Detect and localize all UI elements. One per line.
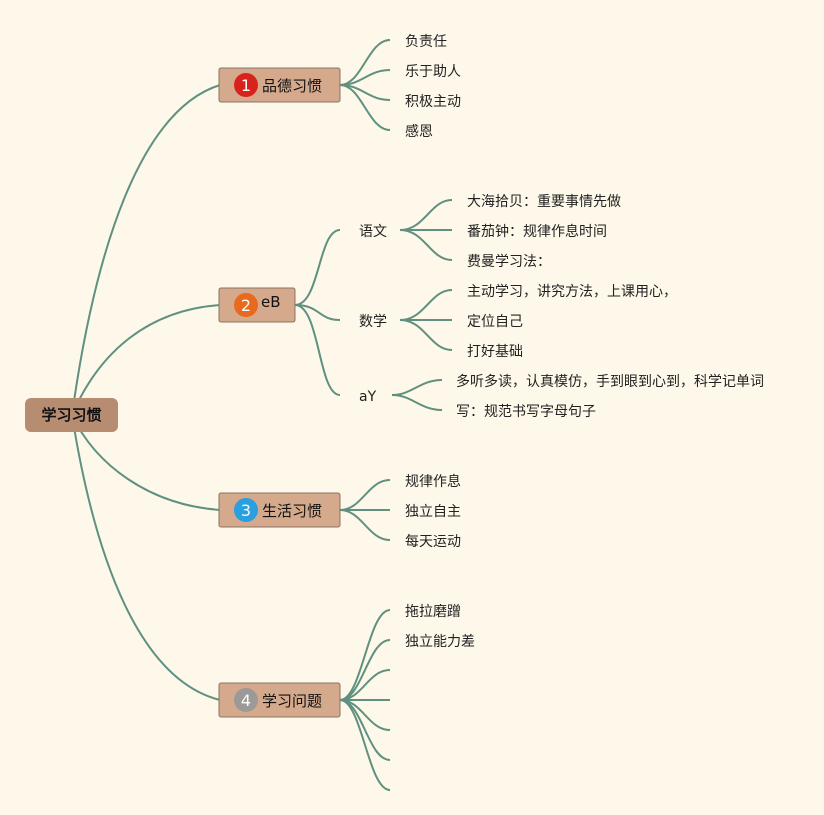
subtopic-2-1: 语文 <box>359 224 387 240</box>
number-badge-4-text: 4 <box>241 691 251 710</box>
topic-node-2[interactable]: 2 eB <box>218 287 296 323</box>
leaf-3-2: 独立自主 <box>405 504 461 520</box>
number-badge-4 <box>234 688 258 712</box>
leaf-2-3-1: 多听多读，认真模仿，手到眼到心到，科学记单词 <box>456 373 764 390</box>
leaf-2-2-3: 打好基础 <box>467 343 523 360</box>
leaf-4-1: 拖拉磨蹭 <box>405 604 461 620</box>
leaf-3-1: 规律作息 <box>405 473 461 490</box>
leaf-2-1-2: 番茄钟：规律作息时间 <box>467 223 607 240</box>
leaf-1-4: 感恩 <box>405 123 433 140</box>
topic-label-2: eB <box>261 293 281 311</box>
topic1-connectors <box>339 39 391 131</box>
number-badge-2 <box>234 293 258 317</box>
leaf-2-2-1: 主动学习，讲究方法，上课用心， <box>467 284 677 300</box>
topic-label-3: 生活习惯 <box>262 502 322 520</box>
topic-label-1: 品德习惯 <box>262 77 322 95</box>
topic-node-3[interactable]: 3 生活习惯 <box>218 492 341 528</box>
topic4-connectors <box>339 609 391 791</box>
leaf-1-1: 负责任 <box>405 34 447 50</box>
leaf-3-3: 每天运动 <box>405 534 461 550</box>
root-node[interactable]: 学习习惯 <box>25 398 118 432</box>
leaf-2-1-3: 费曼学习法： <box>467 254 551 270</box>
number-badge-1 <box>234 73 258 97</box>
topic3-connectors <box>339 479 391 541</box>
number-badge-3 <box>234 498 258 522</box>
topic-node-4[interactable]: 4 学习问题 <box>218 682 341 718</box>
subtopic-2-2: 数学 <box>359 314 387 330</box>
number-badge-2-text: 2 <box>241 296 251 315</box>
leaf-2-3-2: 写：规范书写字母句子 <box>456 403 596 420</box>
topic-label-4: 学习问题 <box>262 692 322 710</box>
leaf-1-2: 乐于助人 <box>405 64 461 80</box>
number-badge-3-text: 3 <box>241 501 251 520</box>
topic-node-1[interactable]: 1 品德习惯 <box>218 67 341 103</box>
subtopic-2-3: aY <box>359 389 377 405</box>
number-badge-1-text: 1 <box>241 76 251 95</box>
leaf-1-3: 积极主动 <box>405 94 461 110</box>
topic2-connectors <box>294 199 453 411</box>
leaf-2-2-2: 定位自己 <box>467 314 523 330</box>
root-connectors <box>71 84 221 701</box>
leaf-2-1-1: 大海拾贝：重要事情先做 <box>467 194 621 210</box>
leaf-4-2: 独立能力差 <box>405 634 475 650</box>
root-label: 学习习惯 <box>41 406 101 424</box>
